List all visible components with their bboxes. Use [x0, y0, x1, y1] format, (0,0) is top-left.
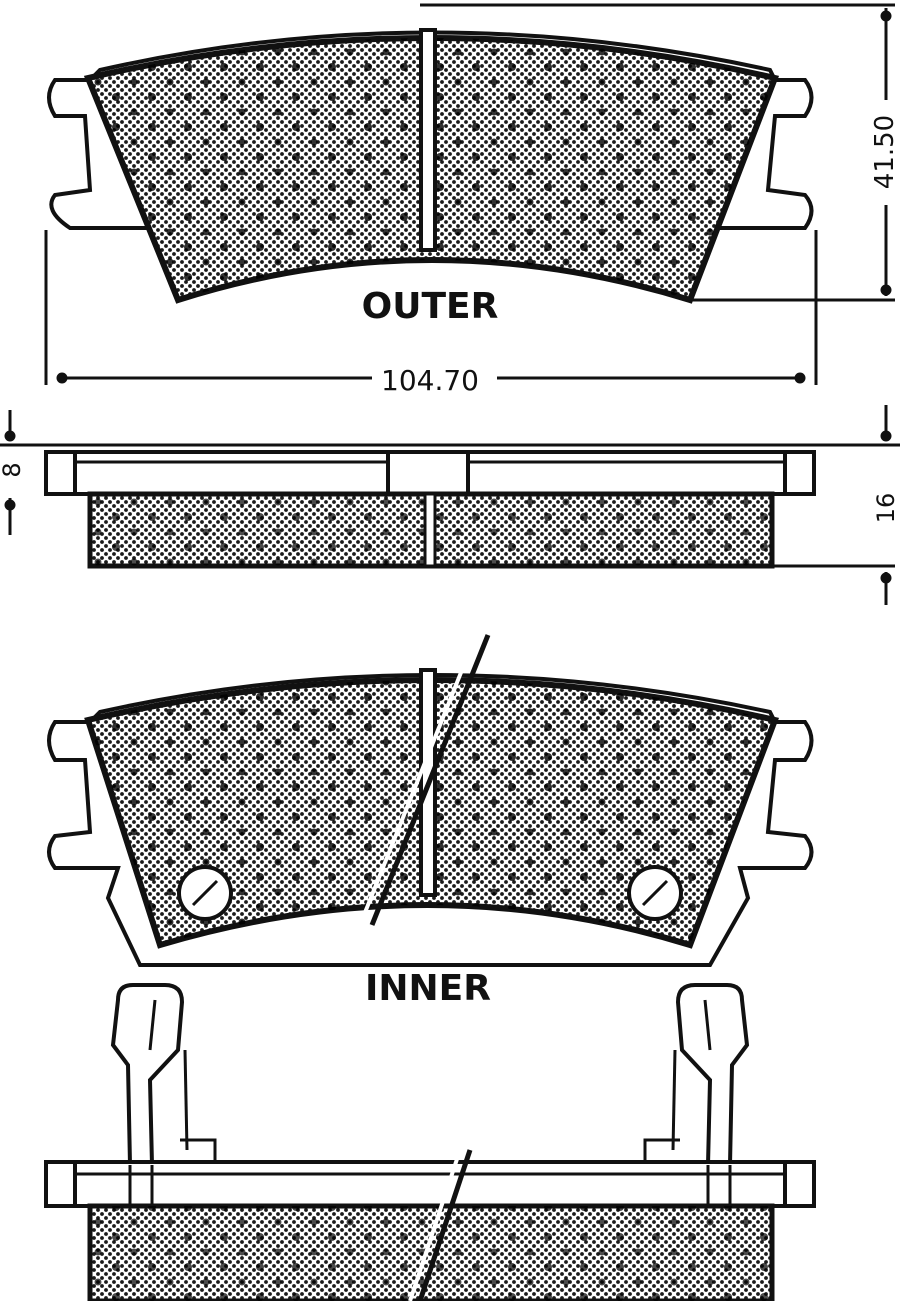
outer-label: OUTER: [362, 286, 499, 327]
dimension-label-backing: [870, 488, 900, 528]
backplate-thickness-label: 8: [0, 462, 26, 477]
inner-side-backing-plate: [44, 1160, 816, 1208]
side-view-pad: [0, 443, 900, 569]
dimension-label-backing: [377, 362, 483, 399]
dimension-label-backing: [0, 458, 28, 482]
inner-side-view: [44, 983, 816, 1301]
backplate-thickness-dimension: [4, 410, 16, 535]
width-dimension: [44, 230, 818, 385]
outer-center-slot: [419, 28, 437, 252]
section-break-line-lower: [408, 1149, 473, 1301]
width-dimension-label: 104.70: [381, 364, 479, 397]
height-dimension-label: 41.50: [870, 115, 900, 189]
section-break-line: [358, 634, 491, 926]
outer-pad: [47, 28, 814, 304]
left-retaining-clip: [110, 983, 185, 1167]
total-thickness-label: 16: [872, 493, 900, 524]
total-thickness-dimension: [880, 405, 892, 605]
height-dimension: [420, 3, 895, 302]
dimension-label-backing: [868, 110, 900, 194]
right-retaining-clip: [675, 983, 750, 1167]
inner-label: INNER: [365, 968, 491, 1009]
inner-pad: [47, 668, 814, 967]
